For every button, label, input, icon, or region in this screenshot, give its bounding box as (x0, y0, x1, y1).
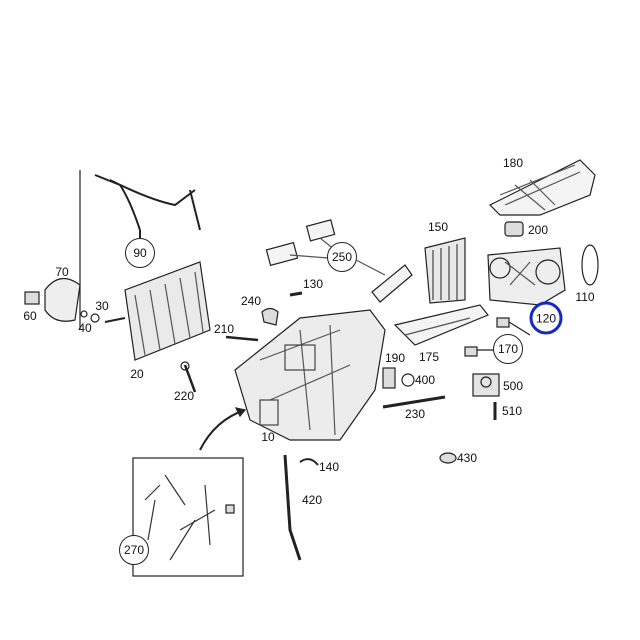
callout-270[interactable]: 270 (119, 535, 149, 565)
part-200-actuator[interactable] (504, 221, 524, 237)
label-220: 220 (173, 389, 195, 403)
callout-170[interactable]: 170 (493, 334, 523, 364)
label-180: 180 (502, 156, 524, 170)
label-230: 230 (404, 407, 426, 421)
label-430: 430 (456, 451, 478, 465)
part-140-clip[interactable] (299, 458, 319, 466)
part-120-blower-housing[interactable] (487, 247, 566, 306)
label-400: 400 (414, 373, 436, 387)
part-150-filter[interactable] (424, 237, 466, 304)
label-60: 60 (23, 309, 37, 323)
label-200: 200 (527, 223, 549, 237)
label-70: 70 (55, 265, 69, 279)
callout-120-highlighted[interactable]: 120 (529, 301, 563, 335)
label-130: 130 (302, 277, 324, 291)
part-20-evaporator[interactable] (104, 261, 211, 361)
part-175-plate[interactable] (393, 304, 489, 346)
label-240: 240 (240, 294, 262, 308)
callout-250[interactable]: 250 (327, 242, 357, 272)
label-175: 175 (418, 350, 440, 364)
part-240-clip[interactable] (261, 307, 279, 326)
label-110: 110 (575, 290, 595, 304)
part-30-40-orings[interactable] (80, 310, 100, 323)
label-190: 190 (384, 351, 406, 365)
part-180-cover[interactable] (488, 159, 596, 216)
label-210: 210 (213, 322, 235, 336)
part-10-main-housing[interactable] (234, 309, 386, 441)
part-170-clips[interactable] (464, 317, 531, 357)
label-20: 20 (130, 367, 144, 381)
part-500-module[interactable] (472, 373, 500, 397)
label-10: 10 (261, 430, 275, 444)
label-140: 140 (318, 460, 340, 474)
label-150: 150 (427, 220, 449, 234)
part-230-rod[interactable] (382, 395, 446, 409)
label-40: 40 (78, 321, 92, 335)
part-430-grommet[interactable] (439, 452, 457, 464)
part-220-sensor[interactable] (180, 361, 197, 393)
label-420: 420 (301, 493, 323, 507)
callout-90[interactable]: 90 (125, 238, 155, 268)
part-420-hose[interactable] (283, 454, 302, 561)
label-30: 30 (95, 299, 109, 313)
part-110-seal[interactable] (581, 244, 599, 286)
part-190-400-actuator[interactable] (382, 367, 415, 389)
part-130-screw[interactable] (289, 291, 303, 297)
part-70-60-valve[interactable] (24, 278, 81, 322)
label-510: 510 (501, 404, 523, 418)
part-270-inset-box[interactable] (132, 457, 244, 577)
part-210-sensor[interactable] (225, 335, 259, 342)
detail-arrow (199, 407, 247, 451)
part-90-pipes[interactable] (79, 170, 201, 330)
label-500: 500 (502, 379, 524, 393)
part-250-ducts[interactable] (265, 219, 413, 303)
